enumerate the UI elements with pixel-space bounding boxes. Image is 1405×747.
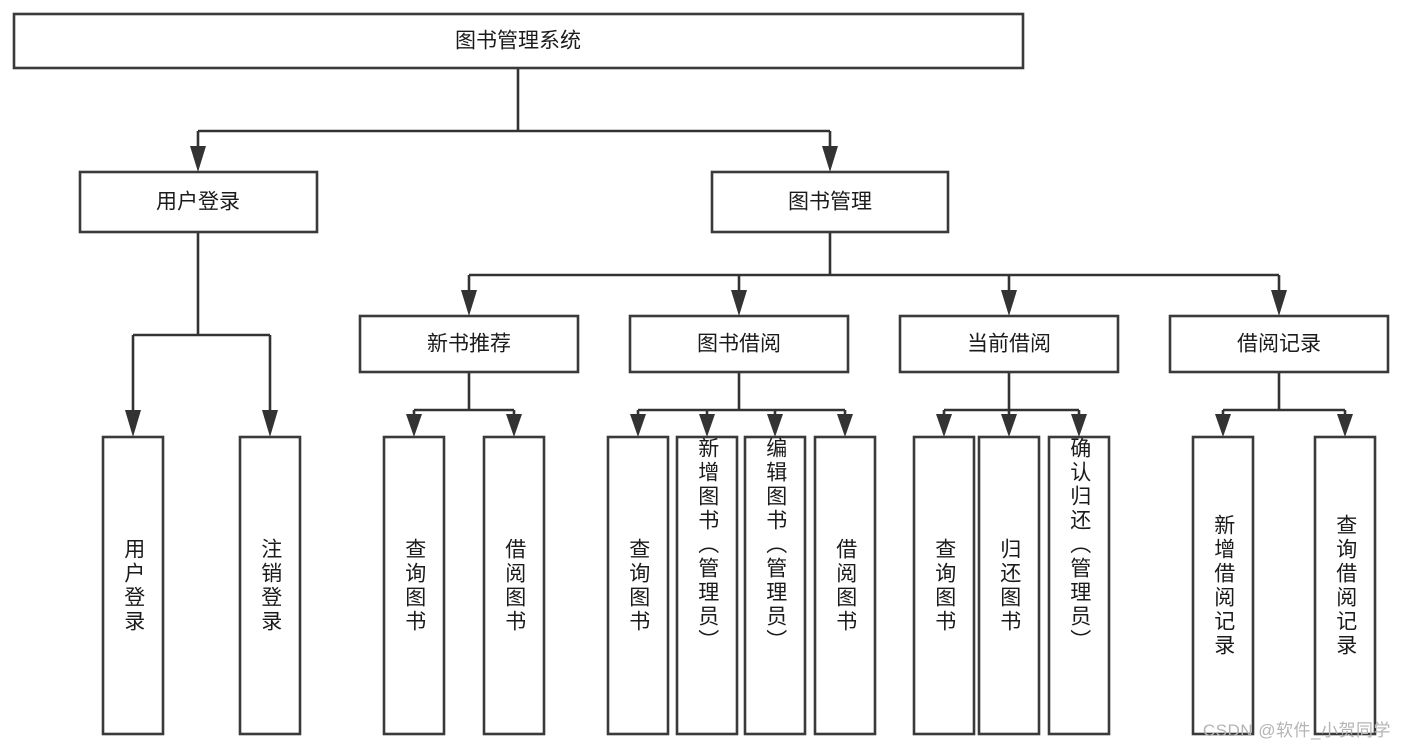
leaf-box-current-borrow-2[interactable] <box>1047 435 1111 736</box>
arrow-head-current-borrow-leaf-2 <box>1071 414 1087 437</box>
node-book-borrow[interactable]: 图书借阅 <box>628 314 850 374</box>
node-book-manage[interactable]: 图书管理 <box>710 170 950 234</box>
node-book-manage-box[interactable] <box>710 170 950 234</box>
node-current-borrow[interactable]: 当前借阅 <box>898 314 1120 374</box>
node-new-book-recommend-box[interactable] <box>358 314 580 374</box>
leaf-box-borrow-record-1[interactable] <box>1313 435 1377 736</box>
arrow-head-book-borrow <box>731 290 747 316</box>
arrow-head-current-borrow <box>1001 290 1017 316</box>
connector-book-borrow-to-leaves <box>630 372 853 437</box>
node-user-login-label: 用户登录 <box>156 191 240 214</box>
leaf-box-current-borrow-0[interactable] <box>912 435 976 736</box>
node-book-borrow-label: 图书借阅 <box>697 333 781 356</box>
connector-root-to-level2 <box>190 68 838 172</box>
node-current-borrow-box[interactable] <box>898 314 1120 374</box>
leaf-box-book-borrow-3[interactable] <box>813 435 877 736</box>
leaf-box-new-book-1[interactable] <box>482 435 546 736</box>
node-new-book-recommend[interactable]: 新书推荐 <box>358 314 580 374</box>
arrow-head-book-borrow-leaf-2 <box>767 414 783 437</box>
leaf-box-book-borrow-2[interactable] <box>743 435 807 736</box>
arrow-head-current-borrow-leaf-0 <box>936 414 952 437</box>
leaf-box-user-login-0[interactable] <box>101 435 165 736</box>
arrow-head-borrow-record-leaf-1 <box>1337 414 1353 437</box>
arrow-head-user-login <box>190 146 206 172</box>
leaf-box-borrow-record-0[interactable] <box>1191 435 1255 736</box>
connector-book-manage-to-level3 <box>461 232 1287 316</box>
arrow-head-new-book <box>461 290 477 316</box>
arrow-head-current-borrow-leaf-1 <box>1001 414 1017 437</box>
connector-new-book-to-leaves <box>406 372 522 437</box>
node-user-login[interactable]: 用户登录 <box>78 170 319 234</box>
arrow-head-borrow-record-leaf-0 <box>1215 414 1231 437</box>
arrow-head-book-borrow-leaf-0 <box>630 414 646 437</box>
leaf-box-new-book-0[interactable] <box>382 435 446 736</box>
node-user-login-box[interactable] <box>78 170 319 234</box>
connector-borrow-record-to-leaves <box>1215 372 1353 437</box>
arrow-head-new-book-leaf-0 <box>406 414 422 437</box>
node-root[interactable]: 图书管理系统 <box>12 12 1025 70</box>
node-new-book-recommend-label: 新书推荐 <box>427 333 511 356</box>
node-borrow-record-box[interactable] <box>1168 314 1390 374</box>
node-book-manage-label: 图书管理 <box>788 191 872 214</box>
arrow-head-book-borrow-leaf-3 <box>837 414 853 437</box>
arrow-head-book-manage <box>822 146 838 172</box>
node-root-label: 图书管理系统 <box>455 30 581 53</box>
csdn-watermark: CSDN @软件_小贺同学 <box>1202 721 1391 740</box>
leaf-box-book-borrow-0[interactable] <box>606 435 670 736</box>
connector-user-login-to-leaves <box>125 232 278 437</box>
node-book-borrow-box[interactable] <box>628 314 850 374</box>
node-current-borrow-label: 当前借阅 <box>967 333 1051 356</box>
leaf-box-book-borrow-1[interactable] <box>675 435 739 736</box>
arrow-head-user-login-leaf-1 <box>262 410 278 437</box>
leaf-box-current-borrow-1[interactable] <box>977 435 1041 736</box>
arrow-head-borrow-record <box>1271 290 1287 316</box>
node-borrow-record-label: 借阅记录 <box>1237 333 1321 356</box>
arrow-head-book-borrow-leaf-1 <box>699 414 715 437</box>
arrow-head-user-login-leaf-0 <box>125 410 141 437</box>
connector-current-borrow-to-leaves <box>936 372 1087 437</box>
arrow-head-new-book-leaf-1 <box>506 414 522 437</box>
leaf-box-user-login-1[interactable] <box>238 435 302 736</box>
node-root-box[interactable] <box>12 12 1025 70</box>
node-borrow-record[interactable]: 借阅记录 <box>1168 314 1390 374</box>
